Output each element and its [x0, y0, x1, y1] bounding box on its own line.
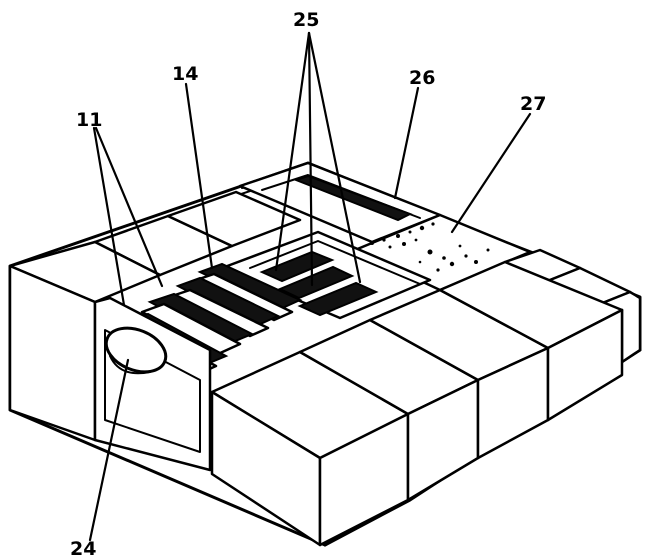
leader-24	[88, 358, 130, 542]
leader-25b	[307, 31, 314, 287]
leader-11a	[92, 126, 126, 307]
back-right-blocks	[503, 248, 642, 364]
label-24: 24	[70, 538, 96, 559]
cells-14	[147, 262, 303, 346]
leader-11b	[94, 126, 164, 288]
label-14: 14	[172, 63, 198, 85]
leader-26	[393, 86, 420, 200]
center-well	[220, 230, 432, 320]
leader-25a	[274, 31, 311, 272]
labels: 11 14 25 26 27 24	[70, 9, 546, 559]
label-27: 27	[520, 93, 546, 115]
label-25: 25	[293, 9, 319, 31]
block-26	[238, 161, 442, 244]
label-26: 26	[409, 67, 435, 89]
front-blocks	[210, 260, 624, 547]
leader-25c	[307, 31, 362, 284]
oval-24	[104, 326, 168, 375]
leader-14	[184, 82, 214, 270]
leader-27	[450, 112, 532, 234]
leader-lines	[88, 31, 532, 542]
label-11: 11	[76, 109, 102, 131]
